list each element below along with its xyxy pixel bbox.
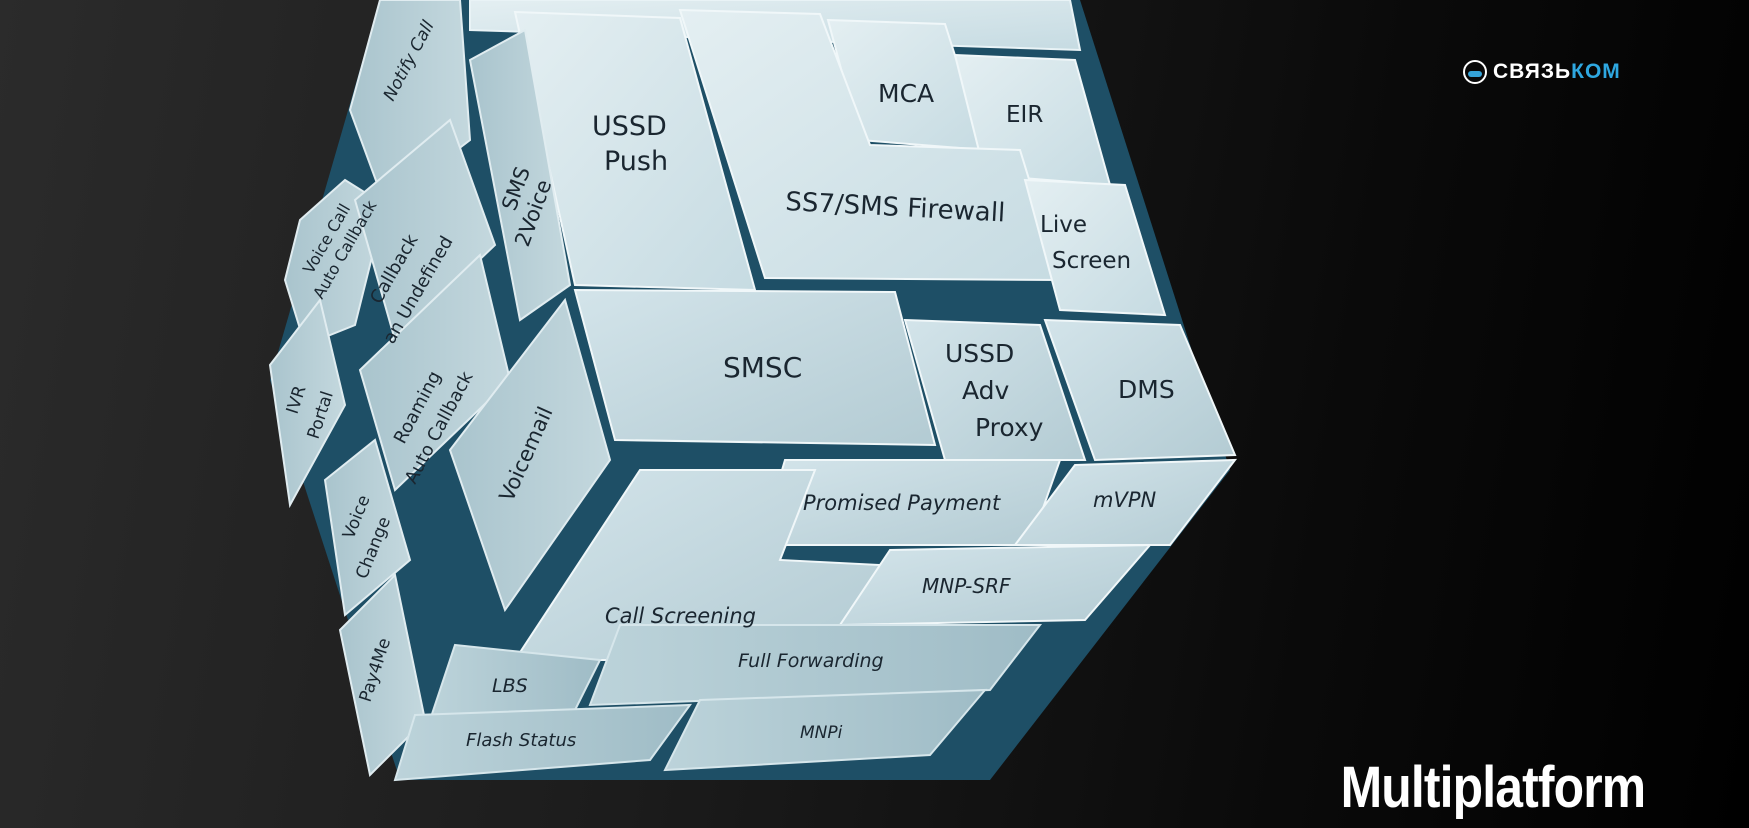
label-eir: EIR xyxy=(1006,102,1043,128)
tile-flash-status xyxy=(393,703,693,782)
tile-ivr xyxy=(268,297,347,509)
tile-mnp-srf xyxy=(838,543,1153,627)
tile-full-forwarding xyxy=(588,624,1043,707)
label-flash-status: Flash Status xyxy=(466,730,576,751)
logo-wordmark: СВЯЗЬКОМ xyxy=(1493,60,1621,84)
label-ussd-push-1: USSD xyxy=(592,111,667,142)
tile-mnpi xyxy=(663,688,988,772)
label-mnpi: MNPi xyxy=(800,723,843,743)
tile-smsc xyxy=(573,288,937,447)
label-promised-payment: Promised Payment xyxy=(803,491,1001,515)
tile-callback xyxy=(353,118,497,342)
tile-voicemail xyxy=(448,297,612,613)
label-mvpn: mVPN xyxy=(1093,488,1156,512)
label-call-screening: Call Screening xyxy=(605,604,756,628)
label-smsc: SMSC xyxy=(723,351,802,384)
label-ussd-adv-1: USSD xyxy=(945,339,1014,368)
label-lbs: LBS xyxy=(492,675,528,697)
tile-voice-call xyxy=(283,178,387,347)
label-full-forwarding: Full Forwarding xyxy=(738,650,884,672)
tile-sms2voice xyxy=(468,28,572,322)
tile-ussd-push xyxy=(513,10,757,292)
tile-live-screen xyxy=(1023,178,1167,317)
brand-logo: СВЯЗЬКОМ xyxy=(1463,57,1621,87)
tile-mvpn xyxy=(1013,458,1238,546)
label-dms: DMS xyxy=(1118,375,1175,404)
label-mca: MCA xyxy=(878,79,934,108)
logo-part2: КОМ xyxy=(1571,60,1621,83)
label-live-screen-1: Live xyxy=(1040,212,1087,238)
tile-ussd-adv-proxy xyxy=(903,318,1087,461)
tile-dms xyxy=(1043,318,1237,462)
tile-ss7-firewall xyxy=(678,8,1062,282)
label-mnp-srf: MNP-SRF xyxy=(922,574,1011,598)
page-title: Multiplatform xyxy=(1340,755,1646,820)
label-ussd-adv-3: Proxy xyxy=(975,413,1044,442)
label-ussd-push-2: Push xyxy=(604,146,668,177)
label-live-screen-2: Screen xyxy=(1052,248,1131,274)
logo-icon xyxy=(1463,60,1487,84)
logo-part1: СВЯЗЬ xyxy=(1493,60,1572,83)
label-ussd-adv-2: Adv xyxy=(962,376,1010,405)
tile-voice-change xyxy=(323,438,412,617)
